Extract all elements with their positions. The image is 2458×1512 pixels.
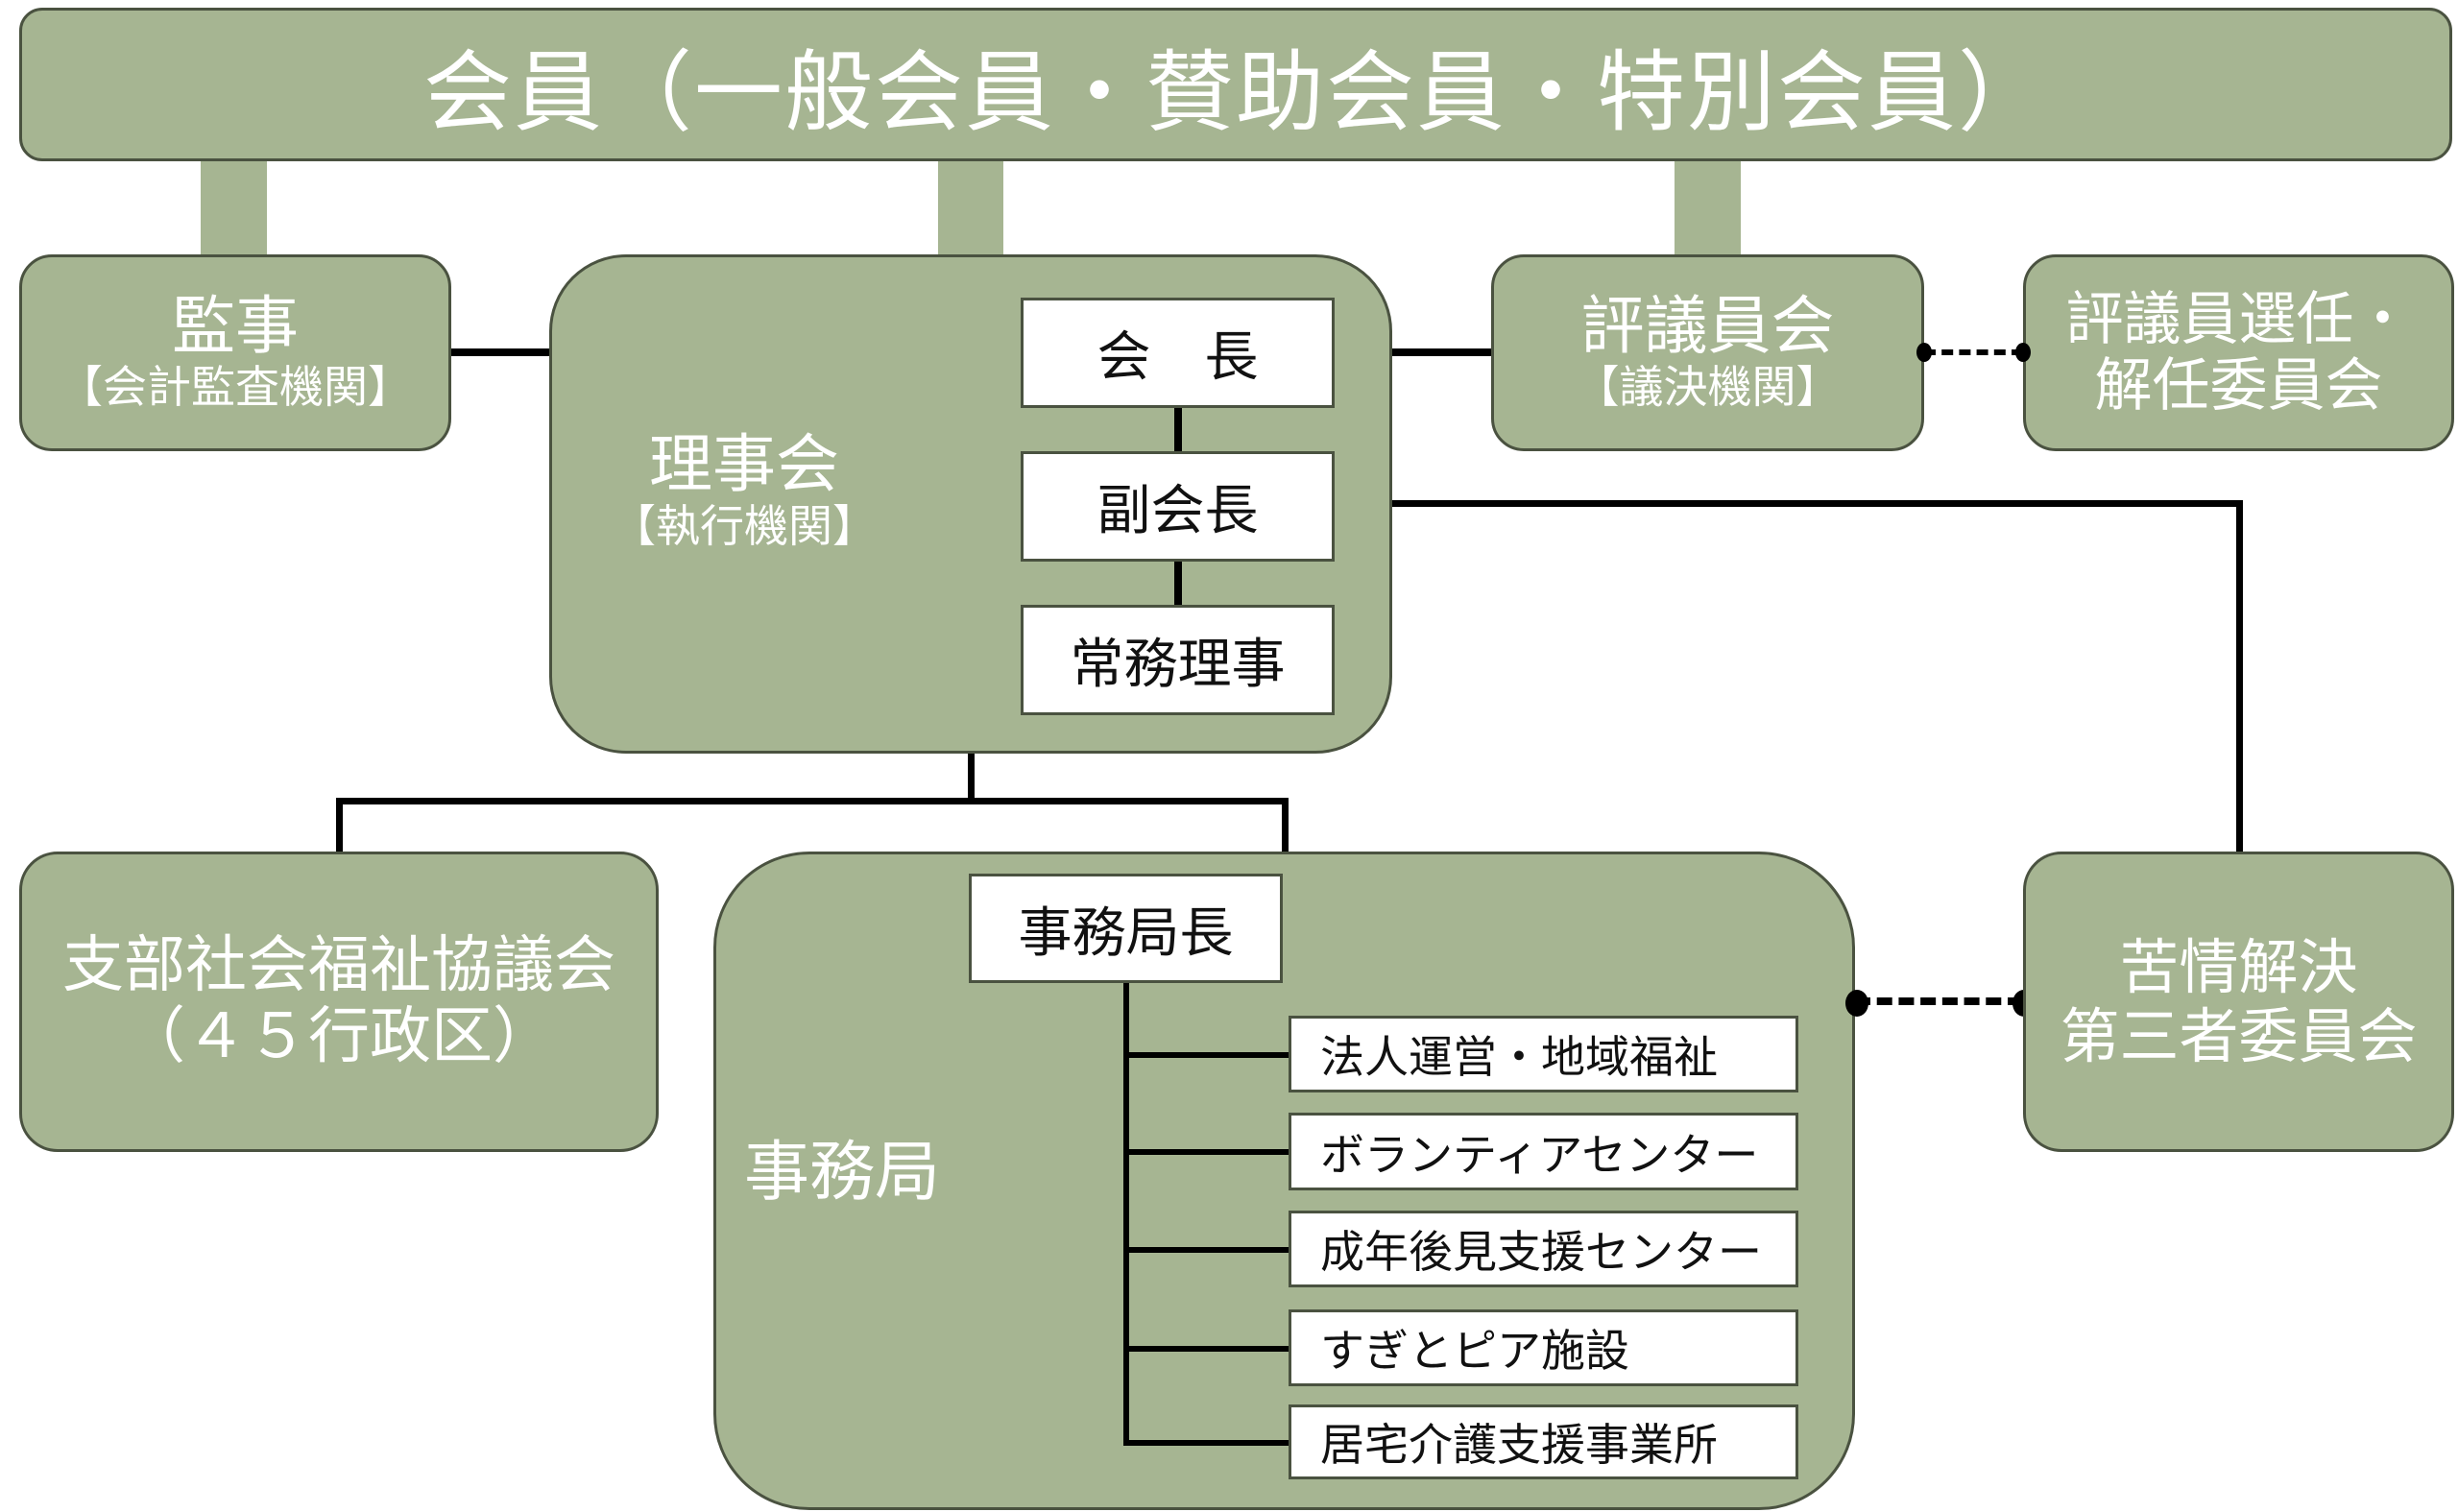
dept-guardianship-center: 成年後見支援センター xyxy=(1289,1211,1798,1287)
dept-sugitopia: すぎとピア施設 xyxy=(1289,1309,1798,1386)
connector-members-auditor xyxy=(201,161,267,254)
complaints-committee-box: 苦情解決 第三者委員会 xyxy=(2023,852,2454,1152)
members-bar: 会員（一般会員・賛助会員・特別会員） xyxy=(19,8,2452,161)
link-branch-left xyxy=(336,798,343,852)
board-role: 【執行機関】 xyxy=(612,499,877,552)
dept-link xyxy=(1123,1247,1289,1253)
link-board-council xyxy=(1392,348,1491,356)
link-dot xyxy=(2015,343,2031,362)
officer-managing-director: 常務理事 xyxy=(1021,605,1335,715)
officer-link-2 xyxy=(1174,562,1182,605)
auditor-role: 【会計監査機関】 xyxy=(59,361,412,414)
dashed-link-secretariat-complaints xyxy=(1855,997,2023,1005)
secretariat-trunk xyxy=(1123,983,1129,1446)
link-branch-right xyxy=(1282,798,1289,852)
council-role: 【議決機関】 xyxy=(1575,361,1841,414)
connector-members-board xyxy=(938,161,1003,254)
link-auditor-board xyxy=(451,348,549,356)
link-dot xyxy=(1916,343,1932,362)
link-board-complaints-v xyxy=(2236,500,2243,852)
officer-vice-president: 副会長 xyxy=(1021,451,1335,562)
auditor-box: 監事 【会計監査機関】 xyxy=(19,254,451,451)
council-name: 評議員会 xyxy=(1580,288,1835,363)
connector-members-council xyxy=(1675,161,1741,254)
link-board-down xyxy=(968,754,975,802)
dept-link xyxy=(1123,1346,1289,1352)
dept-link xyxy=(1123,1440,1289,1446)
officer-president: 会 長 xyxy=(1021,298,1335,408)
board-name: 理事会 xyxy=(649,427,839,501)
link-dot xyxy=(1845,990,1868,1017)
branch-councils-box: 支部社会福祉協議会 （４５行政区） xyxy=(19,852,659,1152)
council-box: 評議員会 【議決機関】 xyxy=(1491,254,1924,451)
dashed-link-council-selection xyxy=(1924,349,2023,355)
link-branch-h xyxy=(336,798,1289,804)
selection-committee-box: 評議員選任・ 解任委員会 xyxy=(2023,254,2454,451)
link-board-complaints-h xyxy=(1392,500,2243,507)
dept-home-care-support: 居宅介護支援事業所 xyxy=(1289,1404,1798,1479)
dept-link xyxy=(1123,1149,1289,1155)
dept-link xyxy=(1123,1052,1289,1058)
dept-volunteer-center: ボランティアセンター xyxy=(1289,1113,1798,1190)
auditor-name: 監事 xyxy=(172,288,299,363)
dept-corporate-community: 法人運営・地域福祉 xyxy=(1289,1016,1798,1092)
secretariat-name: 事務局 xyxy=(744,1135,941,1211)
board-label: 理事会 【執行機関】 xyxy=(590,427,898,553)
members-title: 会員（一般会員・賛助会員・特別会員） xyxy=(422,40,2048,144)
officer-link-1 xyxy=(1174,408,1182,451)
secretariat-head: 事務局長 xyxy=(969,874,1283,983)
